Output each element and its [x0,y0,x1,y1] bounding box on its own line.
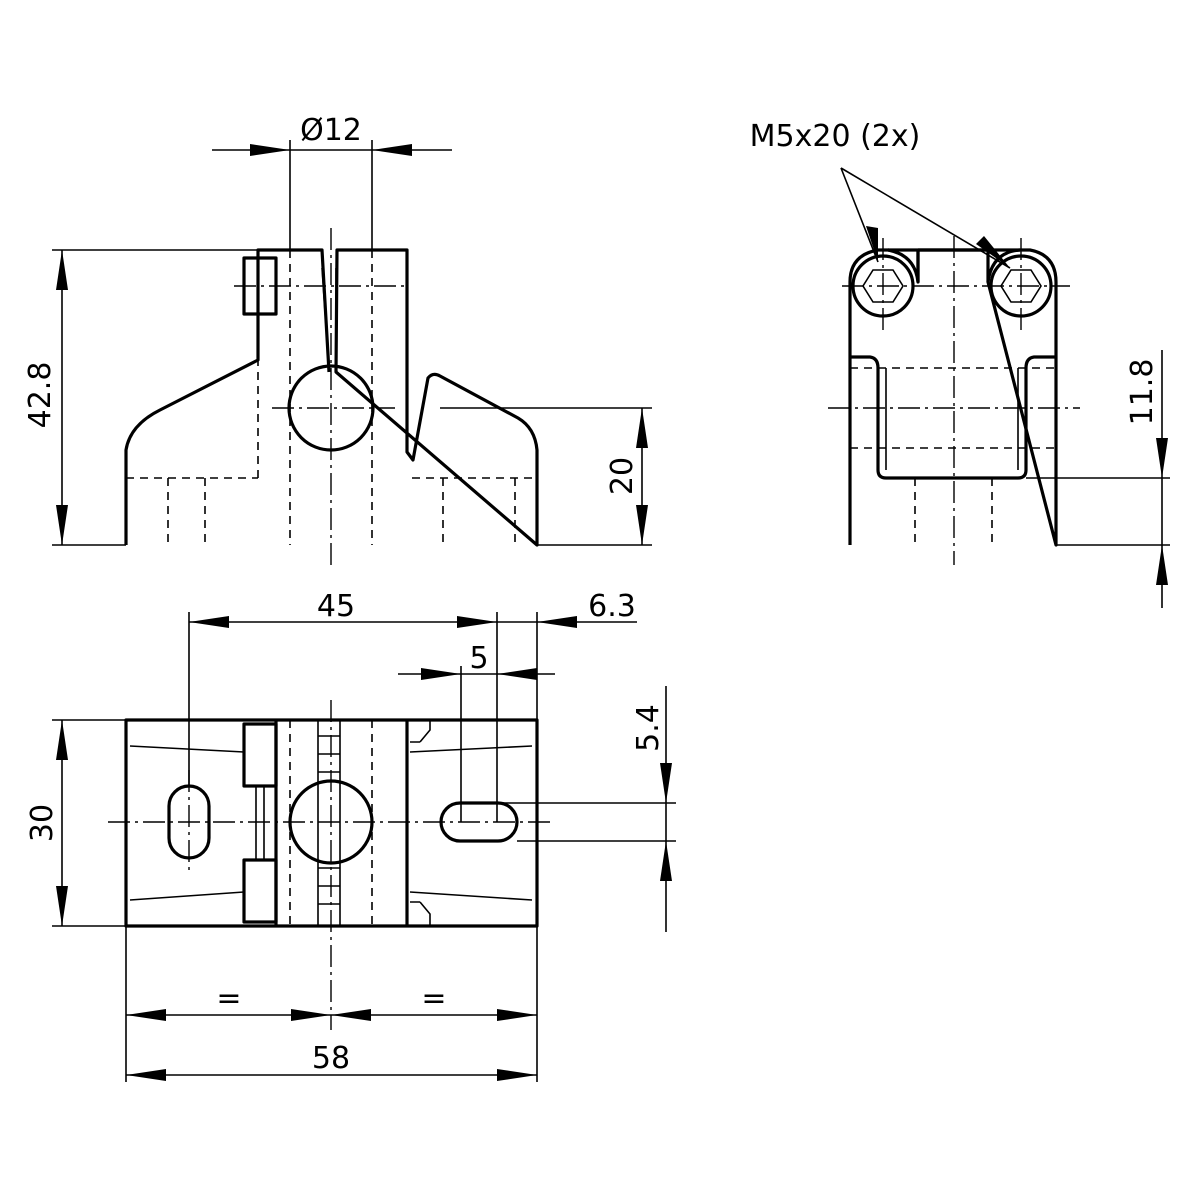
dim-height-label: 42.8 [23,362,58,429]
dim-width-arrow-right [497,1069,537,1081]
side-view-hidden-lines [850,367,1056,545]
dim-height-arrow-bottom [56,505,68,545]
dim-axis-arrow-top [636,408,648,448]
dim-equal-arrow-3 [331,1009,371,1021]
dim-slot-length-label: 5 [469,641,488,676]
dim-slot-depth-arrow-bottom [1156,545,1168,585]
top-view: 45 6.3 5 5.4 30 = = [25,589,676,1082]
dim-hole-spacing-label: 45 [317,589,355,624]
dim-equal-right-label: = [421,981,446,1016]
dim-equal-arrow-4 [497,1009,537,1021]
leader-right [840,167,1011,269]
screw-callout-label: M5x20 (2x) [750,119,921,154]
dim-height-arrow-top [56,250,68,290]
dim-slot-depth-arrow-top [1156,438,1168,478]
dim-slot-length-arrow-right [497,668,537,680]
dim-edge-offset-label: 6.3 [588,589,636,624]
side-view: M5x20 (2x) 11.8 [750,119,1170,608]
clamp-tab-neck [255,786,265,860]
leader-right-arrow [976,236,1010,268]
side-view-channel [850,355,1056,480]
dim-hole-spacing-arrow-left [189,616,229,628]
dim-slot-width-arrow-bottom [660,841,672,881]
front-view-clamp-tab [242,256,278,316]
front-view: Ø12 42.8 20 [23,113,652,565]
dim-slot-width-arrow-top [660,763,672,803]
dim-slot-length-arrow-left [421,668,461,680]
dim-slot-width-label: 5.4 [631,704,666,752]
top-view-hidden-lines [289,720,373,926]
slit-teeth [317,720,341,926]
dim-slot-depth-label: 11.8 [1125,359,1160,426]
clamp-tab-bottom [242,858,278,924]
dim-edge-offset-arrow [537,616,577,628]
dim-diameter-arrow-right [372,144,412,156]
dim-diameter-arrow-left [250,144,290,156]
dim-depth-arrow-bottom [56,886,68,926]
dim-axis-label: 20 [605,457,640,495]
front-view-hidden-lines [126,250,537,545]
side-view-channel-inner [885,368,1019,470]
front-view-slit-line [321,267,330,371]
dim-diameter-label: Ø12 [300,113,362,148]
dim-hole-spacing-arrow-right [457,616,497,628]
leader-left [840,167,879,263]
dim-width-arrow-left [126,1069,166,1081]
top-view-clamp-block [274,720,409,926]
dim-axis-arrow-bottom [636,505,648,545]
dim-width-label: 58 [312,1041,350,1076]
dim-equal-arrow-1 [126,1009,166,1021]
clamp-tab-top [242,722,278,788]
dim-depth-arrow-top [56,720,68,760]
top-view-taper-lines [129,720,533,926]
leader-left-arrow [866,226,878,262]
dim-depth-label: 30 [25,804,60,842]
dim-equal-arrow-2 [291,1009,331,1021]
dim-equal-left-label: = [216,981,241,1016]
front-view-outline [124,248,539,547]
